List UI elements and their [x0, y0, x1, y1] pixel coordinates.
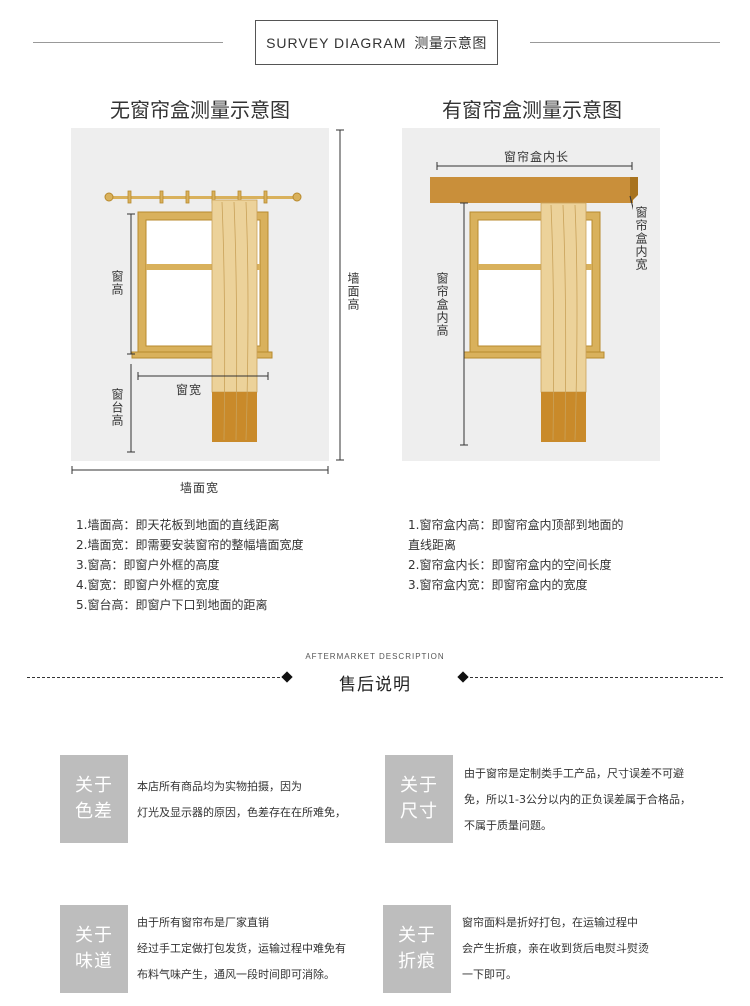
label-sill-height: 窗台高	[109, 388, 126, 427]
note-item: 1.墙面高：即天花板到地面的直线距离	[76, 518, 280, 532]
aftersales-title-en: AFTERMARKET DESCRIPTION	[305, 652, 445, 661]
aftersales-title-cn: 售后说明	[339, 675, 411, 695]
label-wall-height: 墙面高	[345, 272, 362, 311]
text-odor: 由于所有窗帘布是厂家直销 经过手工定做打包发货，运输过程中难免有 布料气味产生，…	[137, 916, 346, 981]
aftersales-rule-left	[27, 677, 285, 678]
curtain-box	[430, 177, 633, 203]
header-rule-left	[33, 42, 223, 43]
tag-creases: 关于 折痕	[383, 905, 451, 993]
tag-odor: 关于 味道	[60, 905, 128, 993]
label-box-length: 窗帘盒内长	[504, 148, 570, 165]
curtain-hem-right	[541, 392, 586, 442]
text-creases: 窗帘面料是折好打包，在运输过程中 会产生折痕，亲在收到货后电熨斗熨烫 一下即可。	[462, 916, 649, 981]
curtain-panel-right	[540, 202, 587, 393]
label-wall-width: 墙面宽	[180, 481, 220, 495]
note-item: 1.窗帘盒内高：即窗帘盒内顶部到地面的	[408, 518, 624, 532]
diagram-right-title: 有窗帘盒测量示意图	[442, 98, 622, 122]
window-transom	[146, 264, 260, 270]
note-item: 5.窗台高：即窗户下口到地面的距离	[76, 598, 268, 612]
curtain-hem	[212, 392, 257, 442]
rod-finial-right	[292, 192, 302, 202]
window-sill	[131, 351, 273, 359]
note-item: 直线距离	[408, 538, 457, 552]
notes-left: 1.墙面高：即天花板到地面的直线距离 2.墙面宽：即需要安装窗帘的整幅墙面宽度 …	[76, 515, 303, 615]
label-window-width: 窗宽	[176, 381, 203, 398]
section-title-en: SURVEY DIAGRAM	[266, 34, 407, 51]
note-item: 3.窗帘盒内宽：即窗帘盒内的宽度	[408, 578, 588, 592]
label-box-height: 窗帘盒内高	[434, 272, 451, 337]
notes-right: 1.窗帘盒内高：即窗帘盒内顶部到地面的 直线距离 2.窗帘盒内长：即窗帘盒内的空…	[408, 515, 623, 595]
section-header-box: SURVEY DIAGRAM 测量示意图	[255, 20, 498, 65]
aftersales-rule-right	[465, 677, 723, 678]
text-size: 由于窗帘是定制类手工产品，尺寸误差不可避 免，所以1-3公分以内的正负误差属于合…	[464, 767, 691, 832]
tag-size: 关于 尺寸	[385, 755, 453, 843]
note-item: 3.窗高：即窗户外框的高度	[76, 558, 220, 572]
curtain-panel	[211, 199, 258, 393]
label-window-height: 窗高	[109, 270, 126, 296]
tag-color-difference: 关于 色差	[60, 755, 128, 843]
header-rule-right	[530, 42, 720, 43]
section-title-cn: 测量示意图	[414, 35, 487, 52]
text-color-difference: 本店所有商品均为实物拍摄，因为 灯光及显示器的原因，色差存在在所难免，	[137, 780, 346, 819]
rod-finial-left	[104, 192, 114, 202]
curtain-rod	[108, 196, 298, 199]
note-item: 2.墙面宽：即需要安装窗帘的整幅墙面宽度	[76, 538, 304, 552]
label-box-width: 窗帘盒内宽	[633, 206, 650, 271]
diagram-left-title: 无窗帘盒测量示意图	[110, 98, 290, 122]
note-item: 4.窗宽：即窗户外框的宽度	[76, 578, 220, 592]
note-item: 2.窗帘盒内长：即窗帘盒内的空间长度	[408, 558, 612, 572]
